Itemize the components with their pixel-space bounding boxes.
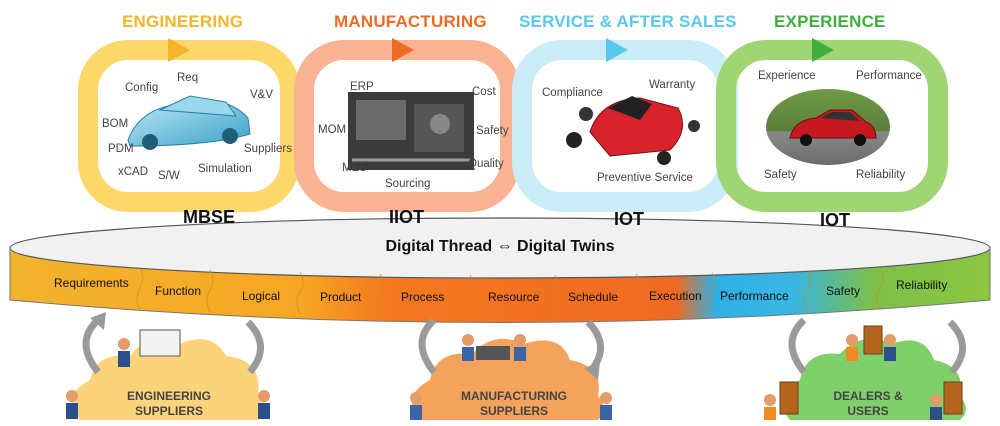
- label-sourcing: Sourcing: [385, 178, 431, 190]
- piece-function: Function: [155, 284, 202, 298]
- cloud-label-line1: DEALERS &: [833, 389, 903, 403]
- piece-resource: Resource: [488, 290, 540, 304]
- label-preventive-service: Preventive Service: [597, 172, 693, 184]
- machine-icon: [476, 346, 510, 360]
- cycle-arrow-icon: [418, 317, 437, 375]
- thread-title: Digital Thread ⇔ Digital Twins: [385, 238, 615, 255]
- arrow-right-icon: [606, 38, 628, 62]
- tech-iot-experience: IOT: [820, 210, 850, 230]
- person-icon: [930, 394, 942, 406]
- person-icon: [258, 390, 270, 402]
- label-req: Req: [177, 72, 199, 84]
- person-icon: [600, 392, 612, 404]
- stage-title-service: SERVICE & AFTER SALES: [519, 12, 737, 31]
- label-pdm: PDM: [108, 143, 134, 155]
- tech-mbse: MBSE: [183, 207, 236, 227]
- piece-product: Product: [320, 290, 362, 304]
- person-icon: [410, 392, 422, 404]
- cloud-label-line1: MANUFACTURING: [461, 389, 567, 403]
- experience-loop: [716, 38, 948, 212]
- monitor-icon: [139, 329, 181, 357]
- manufacturing-suppliers-cloud: [410, 317, 612, 420]
- label-quality: Quality: [468, 158, 504, 170]
- person-icon: [846, 334, 858, 346]
- red-car-icon: [766, 89, 890, 165]
- cycle-arrow-icon: [82, 317, 101, 375]
- label-experience: Experience: [758, 70, 816, 82]
- cloud-label-line2: SUPPLIERS: [134, 404, 203, 418]
- piece-safety: Safety: [826, 284, 861, 298]
- cloud-label-line2: USERS: [847, 404, 889, 418]
- piece-requirements: Requirements: [54, 276, 129, 290]
- arrow-right-icon: [812, 38, 834, 62]
- puzzle-seams: [136, 267, 884, 318]
- engineering-suppliers-cloud: [66, 312, 270, 420]
- tech-iiot: IIOT: [389, 207, 424, 227]
- cycle-arrow-icon: [245, 319, 264, 375]
- label-performance: Performance: [856, 70, 922, 82]
- label-safety-exp: Safety: [764, 169, 797, 181]
- piece-reliability: Reliability: [896, 278, 948, 292]
- label-mes: MES: [342, 162, 367, 174]
- tech-iot-service: IOT: [614, 209, 644, 229]
- label-config: Config: [125, 82, 159, 94]
- cloud-label-dealers-users: DEALERS & USERS: [808, 389, 928, 419]
- engineering-loop: [78, 38, 300, 212]
- cycle-arrow-icon: [788, 317, 807, 375]
- piece-process: Process: [401, 290, 445, 304]
- label-bom: BOM: [102, 118, 129, 130]
- arrow-right-icon: [168, 38, 190, 62]
- assembly-line-icon: [348, 92, 474, 170]
- piece-execution: Execution: [649, 289, 702, 303]
- cloud-label-line2: SUPPLIERS: [479, 404, 548, 418]
- door-icon: [779, 381, 799, 415]
- person-icon: [764, 394, 776, 406]
- label-simulation: Simulation: [198, 163, 252, 175]
- cloud-label-manufacturing-suppliers: MANUFACTURING SUPPLIERS: [444, 389, 584, 419]
- dealers-users-cloud: [764, 317, 966, 420]
- arrow-right-icon: [392, 38, 414, 62]
- cloud-label-engineering-suppliers: ENGINEERING SUPPLIERS: [104, 389, 234, 419]
- label-safety: Safety: [476, 125, 509, 137]
- label-sw: S/W: [158, 170, 180, 182]
- manufacturing-loop: [294, 38, 520, 212]
- label-reliability: Reliability: [856, 169, 906, 181]
- cloud-label-line1: ENGINEERING: [126, 389, 211, 403]
- piece-logical: Logical: [242, 289, 281, 303]
- exploded-car-icon: [566, 96, 700, 165]
- label-suppliers: Suppliers: [244, 143, 292, 155]
- stage-title-experience: EXPERIENCE: [774, 12, 886, 31]
- stage-title-manufacturing: MANUFACTURING: [334, 12, 487, 31]
- stage-title-engineering: ENGINEERING: [122, 12, 244, 31]
- door-icon: [863, 325, 883, 355]
- door-icon: [943, 381, 963, 415]
- piece-performance: Performance: [720, 289, 789, 303]
- label-warranty: Warranty: [649, 79, 696, 91]
- digital-thread-band: [9, 217, 991, 323]
- label-erp: ERP: [350, 81, 374, 93]
- person-icon: [118, 338, 130, 350]
- label-vv: V&V: [250, 89, 274, 101]
- piece-schedule: Schedule: [568, 290, 619, 304]
- label-cost: Cost: [472, 86, 496, 98]
- person-icon: [462, 334, 474, 346]
- label-xcad: xCAD: [118, 166, 149, 178]
- label-compliance: Compliance: [542, 87, 603, 99]
- label-mom: MOM: [318, 124, 347, 136]
- car-wireframe-icon: [127, 95, 251, 150]
- person-icon: [514, 334, 526, 346]
- person-icon: [884, 334, 896, 346]
- person-icon: [66, 390, 78, 402]
- cycle-arrow-icon: [947, 319, 966, 375]
